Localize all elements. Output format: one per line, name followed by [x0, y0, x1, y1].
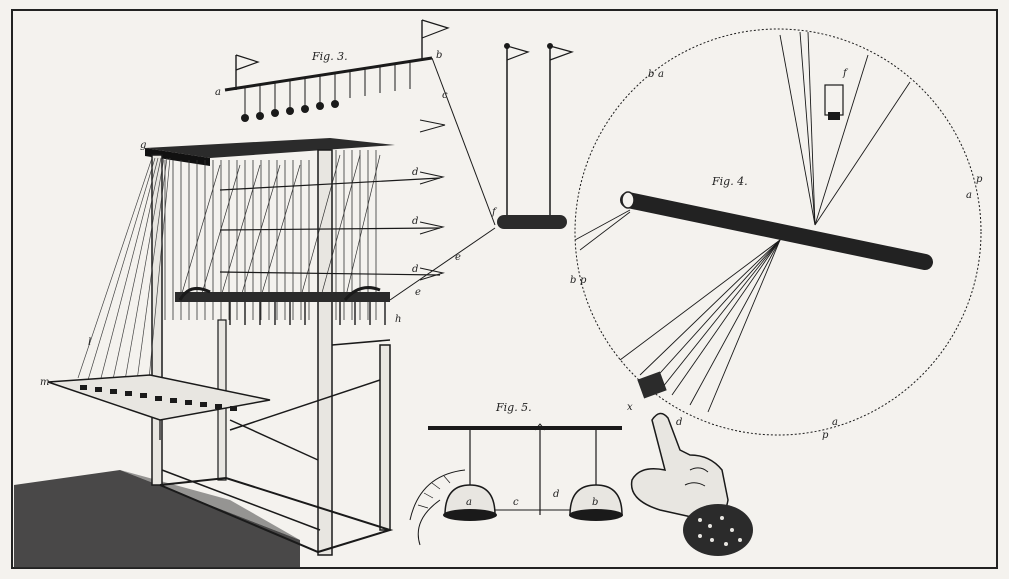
fig3-letter: e	[455, 252, 461, 263]
connecting-cords	[389, 57, 496, 301]
fig5-bell-left	[444, 484, 496, 516]
base-frame	[159, 476, 394, 554]
fig3-title: Fig. 3.	[311, 50, 348, 63]
lower-fan	[619, 239, 781, 413]
fig4-letter: a	[832, 417, 838, 428]
fig3-letter: d	[412, 264, 418, 275]
mid-rail-diagonal	[229, 419, 319, 461]
fan-strings-left	[77, 157, 171, 391]
suspended-bar-assembly	[497, 43, 574, 229]
pennant-icon-left	[235, 54, 260, 90]
fig4-block	[637, 371, 667, 399]
left-rays	[574, 209, 631, 251]
fig3-loom-frame: Fig. 3. a b c d d d e e f g h l m	[14, 19, 498, 568]
keyboard-keys	[80, 385, 237, 411]
fig5-protractor	[409, 469, 466, 521]
crank-left	[178, 286, 211, 301]
fig5-letter: c	[513, 497, 519, 508]
warp-beam	[175, 292, 390, 302]
fig4-letter: a	[658, 69, 664, 80]
fig4-letter: d	[676, 417, 682, 428]
fig3-letter: f	[491, 207, 498, 218]
post-back-right	[379, 344, 391, 531]
rod-end	[621, 191, 635, 209]
comb-tines	[244, 62, 411, 115]
small-bell-icon	[824, 84, 844, 120]
pointing-hand-icon	[630, 412, 753, 556]
fig4-letter: b	[648, 69, 654, 80]
lace-cuff	[683, 504, 753, 556]
upper-rays	[779, 31, 911, 226]
fig4-letter: x	[627, 402, 633, 413]
fig3-letter: a	[215, 87, 221, 98]
fig3-letter: b	[436, 50, 442, 61]
fig4-letter: f	[842, 68, 849, 79]
pennant-icon-bar-right	[547, 43, 574, 61]
post-front-right	[317, 149, 333, 556]
fig3-letter: l	[88, 337, 91, 348]
fig4-letter: p	[580, 275, 587, 286]
fig3-letter: d	[412, 216, 418, 227]
horizontal-cords	[219, 177, 441, 276]
top-board	[145, 138, 395, 158]
base-rail	[161, 469, 321, 531]
mid-rail-cross	[229, 379, 381, 431]
fig4-circle	[574, 28, 982, 436]
fig4-circle-diagram: Fig. 4. b a a p p b p a f d x	[570, 28, 983, 441]
fig4-letter: p	[976, 174, 983, 185]
cord-pennants	[419, 119, 446, 281]
mid-rail-right	[331, 339, 391, 346]
crank-right	[343, 286, 381, 301]
fig3-letter: d	[412, 167, 418, 178]
fig4-letter: p	[822, 430, 829, 441]
pennant-icon-bar-left	[504, 43, 530, 61]
post-front-left	[151, 154, 163, 486]
beam-pegs	[229, 302, 386, 325]
suspended-rod	[497, 215, 567, 229]
fig3-letter: g	[140, 140, 146, 151]
fig3-letter: h	[395, 314, 401, 325]
fig4-title: Fig. 4.	[711, 175, 748, 188]
fig4-letter: a	[966, 190, 972, 201]
fig5-title: Fig. 5.	[495, 401, 532, 414]
fig3-letter: m	[40, 377, 49, 388]
fig3-letter: e	[415, 287, 421, 298]
top-board-front	[145, 148, 210, 166]
fig5-bells: Fig. 5. a c d b	[409, 401, 623, 546]
floor-shadow	[14, 470, 300, 568]
bell-clappers	[241, 100, 339, 122]
fig5-letter: a	[466, 497, 472, 508]
fig4-letter: b	[570, 275, 576, 286]
pennant-icon-right	[421, 19, 450, 60]
fig3-letter: c	[442, 90, 448, 101]
top-comb-bar	[224, 56, 433, 92]
fig5-letter: b	[592, 497, 598, 508]
diagonal-hatch	[179, 154, 381, 301]
fig5-bell-right	[569, 484, 623, 516]
fig5-letter: d	[553, 489, 559, 500]
fig4-rod	[620, 192, 933, 270]
